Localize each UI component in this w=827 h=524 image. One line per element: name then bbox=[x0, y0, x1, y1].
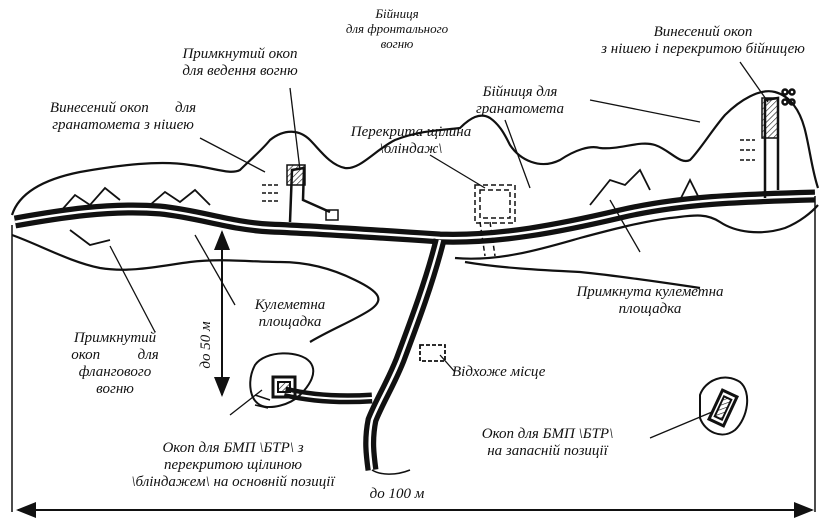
parapet-bays bbox=[59, 168, 701, 246]
label-line: гранатомета bbox=[475, 101, 565, 117]
terrain-outline bbox=[10, 90, 820, 343]
label-frontal-loophole: Бійниця для фронтального вогню bbox=[342, 6, 452, 51]
label-line: Примкнутий окоп bbox=[182, 46, 298, 62]
label-forward-trench-grenade: Винесений окоп для гранатомета з нішею bbox=[18, 100, 228, 134]
forward-trench-covered bbox=[740, 88, 796, 198]
label-line: Примкнута кулеметна bbox=[576, 284, 724, 300]
label-line: Окоп для БМП \БТР\ bbox=[481, 426, 614, 442]
label-line: Кулеметна bbox=[254, 297, 326, 313]
label-line: флангового bbox=[78, 364, 152, 380]
label-line: Примкнутий bbox=[73, 330, 157, 346]
label-bmp-reserve: Окоп для БМП \БТР\ на запасній позиції bbox=[450, 426, 645, 460]
attached-fire-trench bbox=[262, 164, 339, 223]
label-forward-trench-covered: Винесений окоп з нішею і перекритою бійн… bbox=[588, 24, 818, 58]
label-grenade-loophole: Бійниця для гранатомета bbox=[450, 84, 590, 118]
label-bmp-main: Окоп для БМП \БТР\ з перекритою щілиною … bbox=[108, 440, 358, 491]
label-line: площадка bbox=[618, 301, 682, 317]
label-line: вогню bbox=[96, 381, 134, 397]
label-line: Бійниця для bbox=[482, 84, 558, 100]
label-line: площадка bbox=[258, 314, 322, 330]
label-line: Окоп для БМП \БТР\ з bbox=[162, 440, 304, 456]
label-line: перекритою щілиною bbox=[163, 457, 303, 473]
label-mg-platform: Кулеметна площадка bbox=[235, 297, 345, 331]
label-line: \бліндаж\ bbox=[379, 141, 443, 157]
dimension-lines bbox=[11, 196, 816, 518]
label-flank-trench: Примкнутий окоп для флангового вогню bbox=[60, 330, 170, 398]
main-trench bbox=[13, 189, 816, 245]
label-line: для фронтального bbox=[345, 21, 449, 36]
label-line: з нішею і перекритою бійницею bbox=[601, 41, 805, 57]
label-line: \бліндажем\ на основній позиції bbox=[131, 474, 335, 490]
dim-50m-label: до 50 м bbox=[198, 321, 214, 369]
covered-slit bbox=[474, 184, 516, 257]
label-covered-slit: Перекрита щілина \бліндаж\ bbox=[336, 124, 486, 158]
dim-100m-label: до 100 м bbox=[369, 486, 425, 502]
label-line: Перекрита щілина bbox=[350, 124, 472, 140]
label-line: окоп для bbox=[71, 347, 159, 363]
label-line: вогню bbox=[380, 36, 414, 51]
label-line: Винесений окоп для bbox=[49, 100, 197, 116]
communication-trench bbox=[283, 238, 447, 475]
label-line: для ведення вогню bbox=[182, 63, 298, 79]
leader-lines bbox=[109, 61, 769, 439]
latrine bbox=[419, 344, 446, 362]
label-line: Відхоже місце bbox=[452, 364, 546, 380]
label-attached-mg-platform: Примкнута кулеметна площадка bbox=[545, 284, 755, 318]
label-line: Бійниця bbox=[375, 6, 419, 21]
label-latrine: Відхоже місце bbox=[452, 364, 582, 381]
label-attached-fire-trench: Примкнутий окоп для ведення вогню bbox=[150, 46, 330, 80]
bmp-reserve-position bbox=[699, 376, 749, 436]
label-line: Винесений окоп bbox=[653, 24, 753, 40]
label-line: на запасній позиції bbox=[487, 443, 608, 459]
label-line: гранатомета з нішею bbox=[52, 117, 194, 133]
